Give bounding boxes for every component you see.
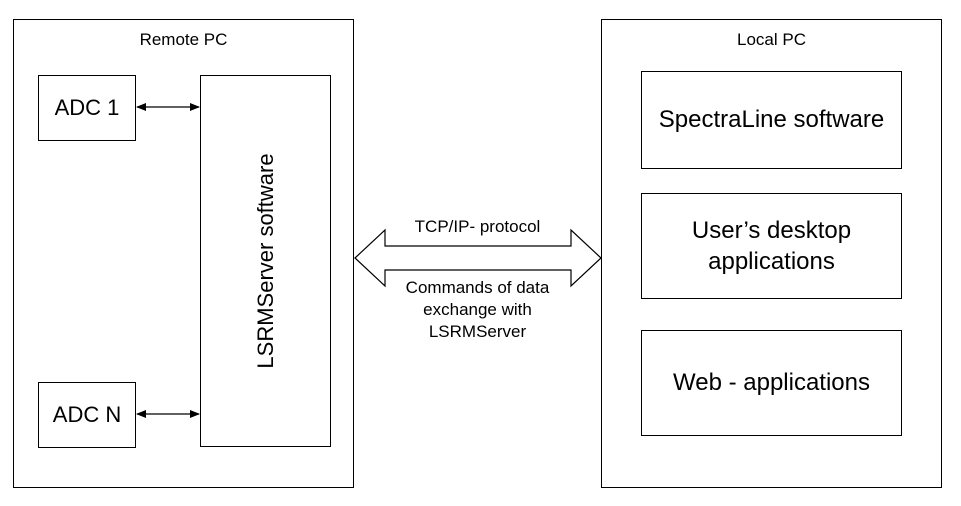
web-apps-box: Web - applications [641, 330, 902, 436]
desktop-apps-box: User’s desktop applications [641, 193, 902, 299]
adc-n-box: ADC N [38, 382, 136, 448]
spectraline-box: SpectraLine software [641, 71, 902, 169]
network-double-arrow [354, 228, 602, 288]
commands-label: Commands of data exchange with LSRMServe… [405, 278, 550, 341]
adc-1-box: ADC 1 [38, 75, 136, 141]
lsrmserver-box: LSRMServer software [200, 75, 331, 447]
protocol-label: TCP/IP- protocol [414, 217, 541, 236]
remote-pc-title: Remote PC [139, 30, 228, 49]
local-pc-title: Local PC [737, 30, 806, 49]
